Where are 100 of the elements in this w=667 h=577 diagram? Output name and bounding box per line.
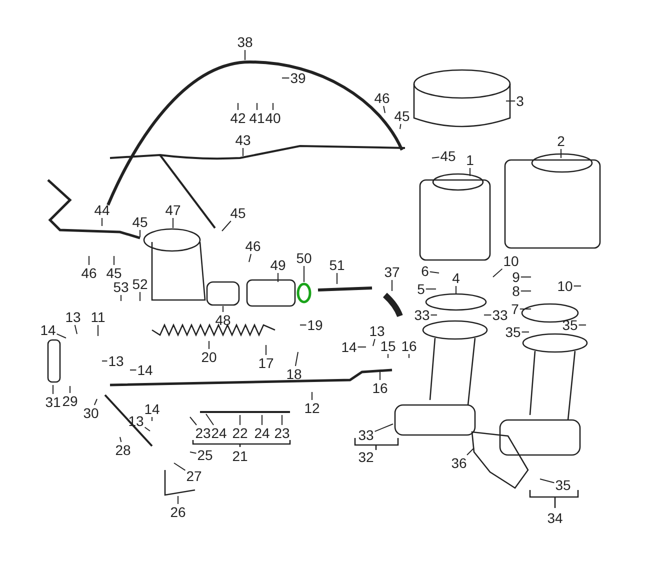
leader-line [578, 324, 586, 326]
leader-line [208, 340, 210, 350]
leader-line [74, 324, 78, 334]
leader-line [336, 272, 338, 284]
callout-number: 12 [304, 401, 320, 415]
callout-number: 13 [108, 354, 124, 368]
callout-number: 46 [245, 239, 261, 253]
leader-line [248, 254, 252, 262]
callout-number: 6 [421, 264, 429, 278]
leader-line [429, 271, 440, 274]
callout-number: 42 [230, 111, 246, 125]
leader-line [294, 352, 298, 366]
callout-number: 24 [211, 426, 227, 440]
callout-number: 28 [115, 443, 131, 457]
callout-number: 45 [230, 206, 246, 220]
callout-number: 48 [215, 313, 231, 327]
leader-line [56, 333, 66, 338]
leader-line [174, 462, 186, 471]
callout-number: 38 [237, 35, 253, 49]
callout-number: 11 [90, 310, 106, 324]
leader-line [222, 306, 224, 312]
callout-number: 15 [380, 339, 396, 353]
callout-number: 35 [555, 478, 571, 492]
callout-number: 34 [547, 511, 563, 525]
callout-number: 1 [466, 153, 474, 167]
callout-number: 14 [40, 323, 56, 337]
callout-number: 33 [358, 428, 374, 442]
leader-line [383, 106, 386, 114]
callout-number: 25 [197, 448, 213, 462]
callout-number: 22 [232, 426, 248, 440]
leader-line [400, 124, 402, 130]
leader-line [519, 308, 532, 310]
callout-number: 47 [165, 203, 181, 217]
leader-line [408, 354, 410, 358]
callout-number: 43 [235, 133, 251, 147]
callout-number: 7 [511, 302, 519, 316]
callout-number: 36 [451, 456, 467, 470]
leader-line [300, 324, 307, 326]
leader-line [520, 290, 532, 292]
callout-number: 23 [195, 426, 211, 440]
callout-number: 13 [65, 310, 81, 324]
leader-line [492, 268, 503, 278]
leader-line [560, 148, 562, 158]
leader-line [244, 50, 246, 60]
callout-number: 45 [440, 149, 456, 163]
callout-number: 14 [341, 340, 357, 354]
callout-number: 2 [557, 134, 565, 148]
callout-number: 14 [137, 363, 153, 377]
callout-number: 51 [329, 258, 345, 272]
callout-number: 10 [503, 254, 519, 268]
leader-line [506, 100, 516, 102]
leader-line [272, 102, 274, 110]
callout-number: 35 [505, 325, 521, 339]
callout-number: 45 [106, 266, 122, 280]
callout-number: 46 [81, 266, 97, 280]
leader-line [190, 416, 197, 426]
leader-line [206, 414, 214, 426]
callout-number: 3 [516, 94, 524, 108]
leader-line [374, 424, 394, 432]
callout-number: 9 [512, 270, 520, 284]
leader-line [190, 452, 197, 454]
callout-number: 27 [186, 469, 202, 483]
callout-number: 26 [170, 505, 186, 519]
callout-number: 39 [290, 71, 306, 85]
callout-number: 8 [512, 284, 520, 298]
callout-number: 14 [144, 402, 160, 416]
callout-number: 13 [369, 324, 385, 338]
leader-line [425, 288, 436, 290]
callout-number: 46 [374, 91, 390, 105]
callout-number: 4 [452, 271, 460, 285]
callout-number: 16 [401, 339, 417, 353]
leader-line [52, 384, 54, 394]
leader-line [432, 156, 440, 158]
leader-line [540, 478, 555, 484]
leader-line [172, 218, 174, 228]
callout-number: 18 [286, 367, 302, 381]
leader-line [102, 360, 108, 362]
callout-number: 41 [249, 111, 265, 125]
callout-number: 17 [258, 356, 274, 370]
callout-number: 31 [45, 395, 61, 409]
callout-number: 20 [201, 350, 217, 364]
callout-number: 33 [414, 308, 430, 322]
callout-number: 32 [358, 450, 374, 464]
callout-number: 19 [307, 318, 323, 332]
leader-line [372, 338, 376, 346]
leader-line [484, 314, 492, 316]
leader-line [120, 436, 122, 442]
callout-number: 45 [132, 215, 148, 229]
leader-line [120, 294, 122, 302]
leader-line [520, 276, 532, 278]
leader-line [466, 448, 474, 456]
leader-line [222, 220, 232, 232]
callout-number: 30 [83, 406, 99, 420]
leader-line [256, 102, 258, 110]
callout-number: 40 [265, 111, 281, 125]
callout-number: 16 [372, 381, 388, 395]
callout-number: 10 [557, 279, 573, 293]
leader-line [144, 426, 150, 432]
leader-line [88, 256, 90, 266]
callout-number: 23 [274, 426, 290, 440]
